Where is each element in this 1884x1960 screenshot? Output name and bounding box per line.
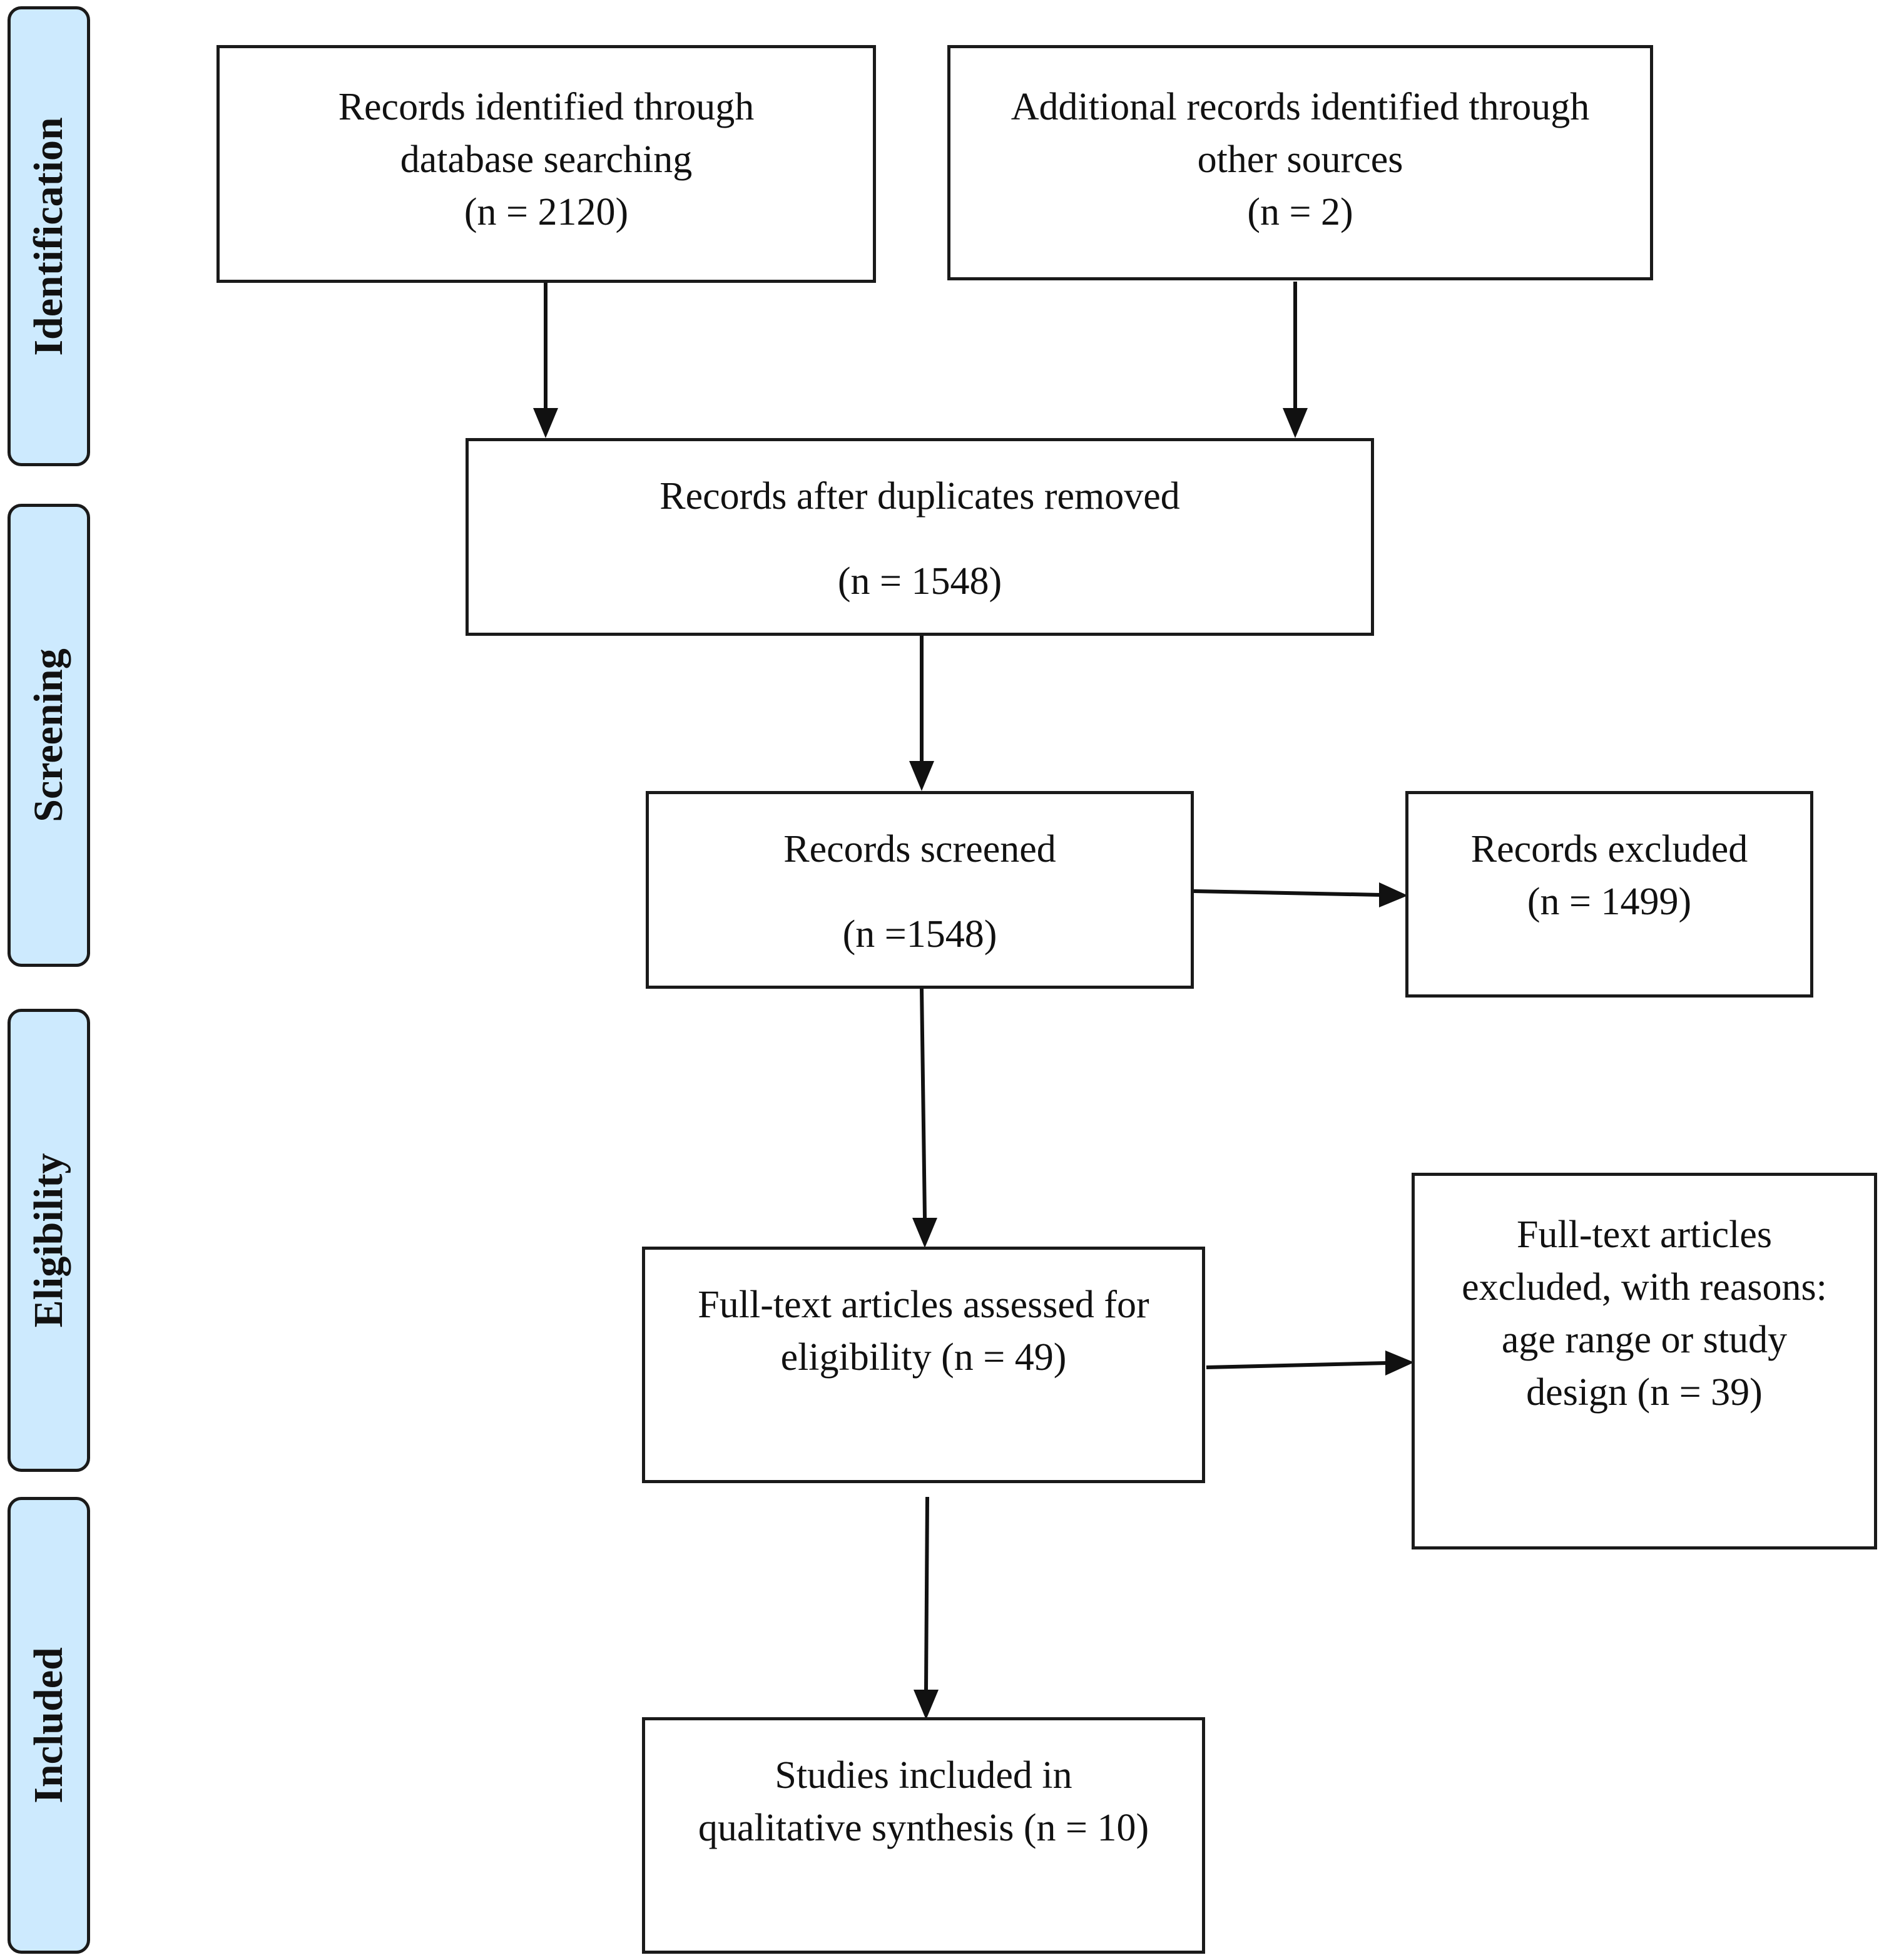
arrow-db-to-dedup-head xyxy=(533,408,558,438)
duplicates-removed-count: (n = 1548) xyxy=(837,560,1002,603)
phase-included: Included xyxy=(8,1497,90,1954)
duplicates-removed-label: Records after duplicates removed xyxy=(659,475,1180,518)
records-database-count: (n = 2120) xyxy=(464,191,629,233)
duplicates-removed-box: Records after duplicates removed (n = 15… xyxy=(466,438,1374,636)
records-screened-box: Records screened (n =1548) xyxy=(646,791,1194,989)
fulltext-excluded-line-3: age range or study xyxy=(1501,1319,1788,1361)
arrow-fulltext-to-ftexcluded xyxy=(1206,1361,1387,1369)
arrow-fulltext-to-included xyxy=(924,1496,929,1690)
arrow-fulltext-to-included-head xyxy=(914,1690,939,1720)
records-screened-count: (n =1548) xyxy=(842,913,997,956)
arrow-screened-to-excluded-head xyxy=(1379,882,1408,907)
records-database-box: Records identified through database sear… xyxy=(216,45,876,283)
fulltext-assessed-line-2: eligibility (n = 49) xyxy=(780,1336,1067,1379)
records-screened-label: Records screened xyxy=(783,828,1056,870)
studies-included-line-1: Studies included in xyxy=(775,1754,1072,1797)
records-other-line-1: Additional records identified through xyxy=(1011,86,1590,128)
phase-screening: Screening xyxy=(8,504,90,967)
arrow-fulltext-to-ftexcluded-head xyxy=(1385,1350,1414,1376)
fulltext-assessed-line-1: Full-text articles assessed for xyxy=(698,1284,1149,1326)
records-other-line-2: other sources xyxy=(1197,138,1403,181)
records-other-sources-box: Additional records identified through ot… xyxy=(947,45,1653,280)
fulltext-assessed-box: Full-text articles assessed for eligibil… xyxy=(642,1247,1205,1483)
studies-included-line-2: qualitative synthesis (n = 10) xyxy=(698,1807,1149,1849)
arrow-screened-to-fulltext xyxy=(920,988,927,1218)
records-database-line-2: database searching xyxy=(400,138,693,181)
arrow-dedup-to-screened-head xyxy=(909,761,934,791)
fulltext-excluded-line-1: Full-text articles xyxy=(1516,1213,1773,1256)
arrow-screened-to-fulltext-head xyxy=(912,1218,937,1248)
phase-eligibility: Eligibility xyxy=(8,1009,90,1472)
records-excluded-box: Records excluded (n = 1499) xyxy=(1405,791,1813,998)
records-database-line-1: Records identified through xyxy=(338,86,755,128)
records-excluded-count: (n = 1499) xyxy=(1527,880,1692,923)
fulltext-excluded-line-4: design (n = 39) xyxy=(1526,1371,1763,1414)
arrow-screened-to-excluded xyxy=(1193,889,1381,897)
records-other-count: (n = 2) xyxy=(1247,191,1353,233)
arrow-other-to-dedup-head xyxy=(1283,408,1308,438)
studies-included-box: Studies included in qualitative synthesi… xyxy=(642,1717,1205,1954)
records-excluded-label: Records excluded xyxy=(1470,828,1748,870)
fulltext-excluded-box: Full-text articles excluded, with reason… xyxy=(1412,1173,1877,1549)
phase-identification: Identification xyxy=(8,6,90,466)
fulltext-excluded-line-2: excluded, with reasons: xyxy=(1462,1266,1827,1309)
